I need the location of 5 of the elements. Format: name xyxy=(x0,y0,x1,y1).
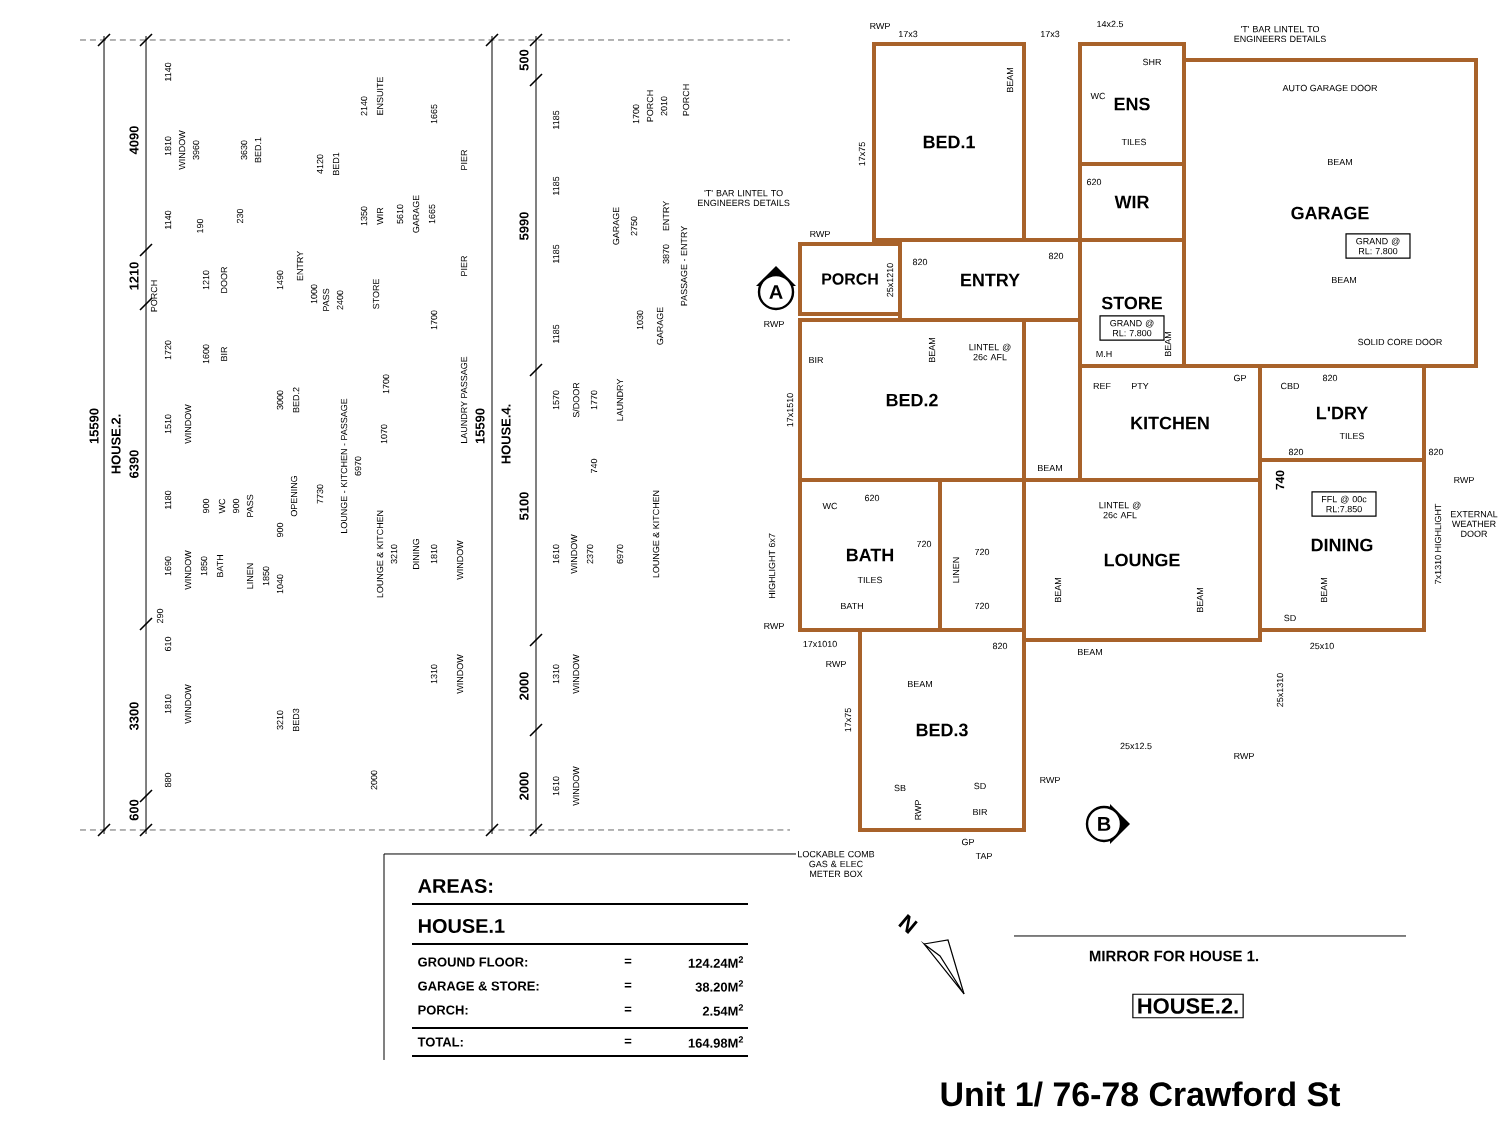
north-letter: N xyxy=(898,914,918,934)
table-heading: AREAS: xyxy=(418,878,493,894)
table-heading: HOUSE.1 xyxy=(418,918,505,934)
house-label: HOUSE.2. xyxy=(1132,993,1244,1019)
address-text: Unit 1/ 76-78 Crawford St xyxy=(941,1081,1341,1107)
